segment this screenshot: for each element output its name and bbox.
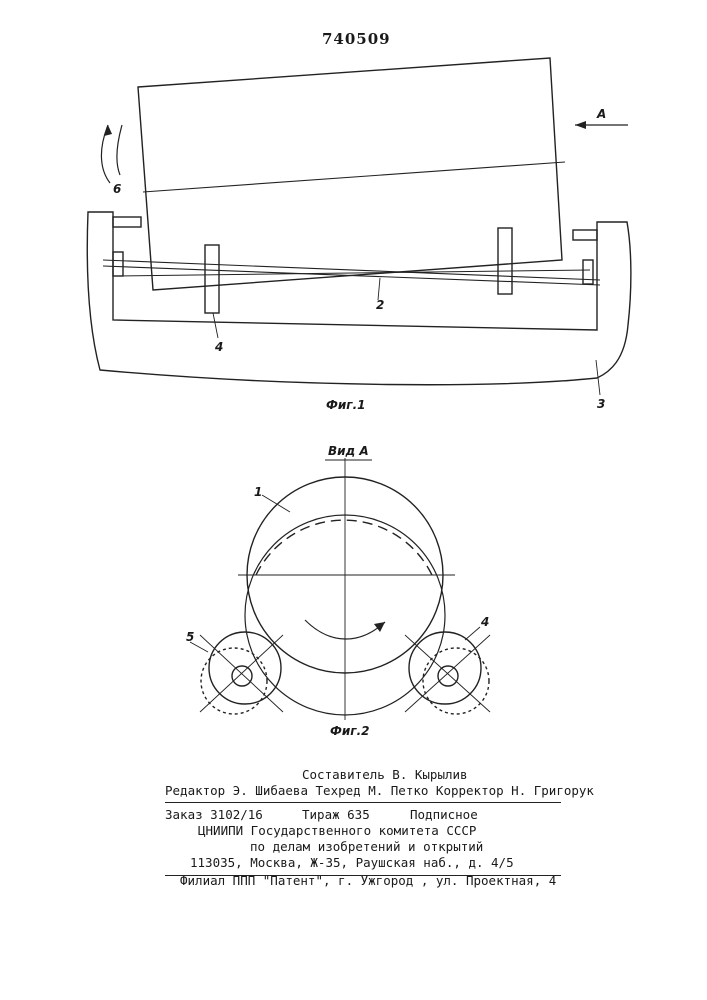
fig2-label-4: 4 [481,615,489,629]
editors-line: Редактор Э. Шибаева Техред М. Петко Корр… [165,783,594,798]
org-line-2: по делам изобретений и открытий [250,839,483,854]
circulation-line: Тираж 635 [302,807,370,822]
address-line: 113035, Москва, Ж-35, Раушская наб., д. … [190,855,514,870]
view-a-label: Вид А [328,444,369,458]
fig2-label-5: 5 [186,630,194,644]
compiler-line: Составитель В. Кырылив [302,767,468,782]
order-line: Заказ 3102/16 [165,807,263,822]
subscription-line: Подписное [410,807,478,822]
figure-2-drawing [0,0,707,760]
org-line-1: ЦНИИПИ Государственного комитета СССР [198,823,476,838]
figure-2-caption: Фиг.2 [330,724,370,738]
branch-line: Филиал ППП "Патент", г. Ужгород , ул. Пр… [180,873,556,888]
fig2-label-1: 1 [254,485,262,499]
imprint-rule-top [165,802,561,803]
